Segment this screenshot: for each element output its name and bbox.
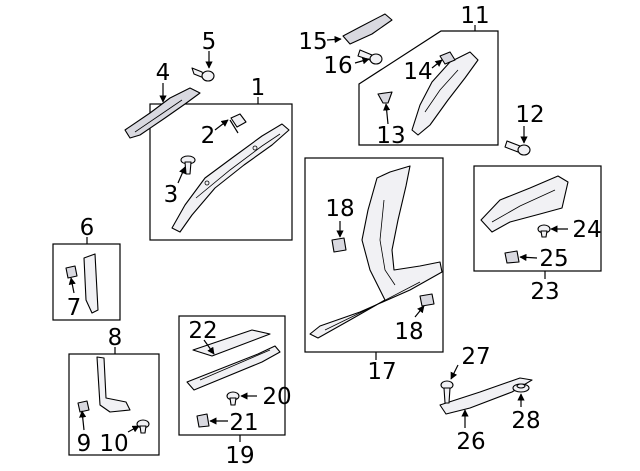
push-pin-16 <box>357 49 383 65</box>
callout-17: 17 <box>367 359 396 385</box>
callout-23: 23 <box>530 279 559 305</box>
callout-28: 28 <box>511 408 540 434</box>
callout-8: 8 <box>108 325 123 351</box>
clip-21 <box>196 413 210 428</box>
callout-11: 11 <box>460 3 489 29</box>
callout-1: 1 <box>251 75 266 101</box>
clip-2 <box>230 113 247 128</box>
callout-19: 19 <box>225 443 254 469</box>
callout-18-lower: 18 <box>394 319 423 345</box>
bracket-15 <box>342 13 393 45</box>
callout-18-upper: 18 <box>325 196 354 222</box>
bolt-12 <box>504 140 531 156</box>
push-pin-20 <box>226 391 240 406</box>
callout-24: 24 <box>572 217 601 243</box>
callout-27: 27 <box>461 344 490 370</box>
bolt-27 <box>440 380 454 404</box>
group-box-19 <box>178 315 286 436</box>
group-box-23 <box>473 165 602 272</box>
grommet-28 <box>512 383 530 393</box>
callout-14: 14 <box>403 59 432 85</box>
clip-18-upper <box>331 237 347 253</box>
clip-25 <box>504 250 520 264</box>
callout-4: 4 <box>156 60 171 86</box>
callout-20: 20 <box>262 384 291 410</box>
clip-9 <box>77 400 90 413</box>
trim-piece-6 <box>83 253 99 314</box>
bolt-5 <box>191 67 215 82</box>
callout-16: 16 <box>323 53 352 79</box>
callout-22: 22 <box>188 318 217 344</box>
callout-21: 21 <box>229 410 258 436</box>
sill-plate-19 <box>186 345 281 391</box>
callout-12: 12 <box>515 102 544 128</box>
callout-25: 25 <box>539 246 568 272</box>
clip-7 <box>65 265 78 279</box>
group-box-11 <box>358 30 499 146</box>
trim-piece-8 <box>96 356 131 413</box>
callout-15: 15 <box>298 29 327 55</box>
clip-18-lower <box>419 293 435 307</box>
b-pillar-lower-trim <box>309 165 443 339</box>
clip-13 <box>377 91 393 104</box>
callout-7: 7 <box>67 295 82 321</box>
callout-6: 6 <box>80 215 95 241</box>
group-box-1 <box>149 103 293 241</box>
clip-14 <box>439 51 456 65</box>
callout-13: 13 <box>376 123 405 149</box>
push-pin-3 <box>180 155 196 175</box>
callout-2: 2 <box>201 123 216 149</box>
callout-26: 26 <box>456 429 485 455</box>
callout-9: 9 <box>77 431 92 457</box>
b-pillar-upper-trim <box>411 51 479 136</box>
group-box-17 <box>304 157 444 353</box>
callout-5: 5 <box>202 29 217 55</box>
callout-3: 3 <box>164 182 179 208</box>
callout-10: 10 <box>99 431 128 457</box>
a-pillar-trim <box>171 123 290 233</box>
push-pin-10 <box>136 419 150 434</box>
push-pin-24 <box>537 224 551 238</box>
group-box-8 <box>68 353 160 456</box>
